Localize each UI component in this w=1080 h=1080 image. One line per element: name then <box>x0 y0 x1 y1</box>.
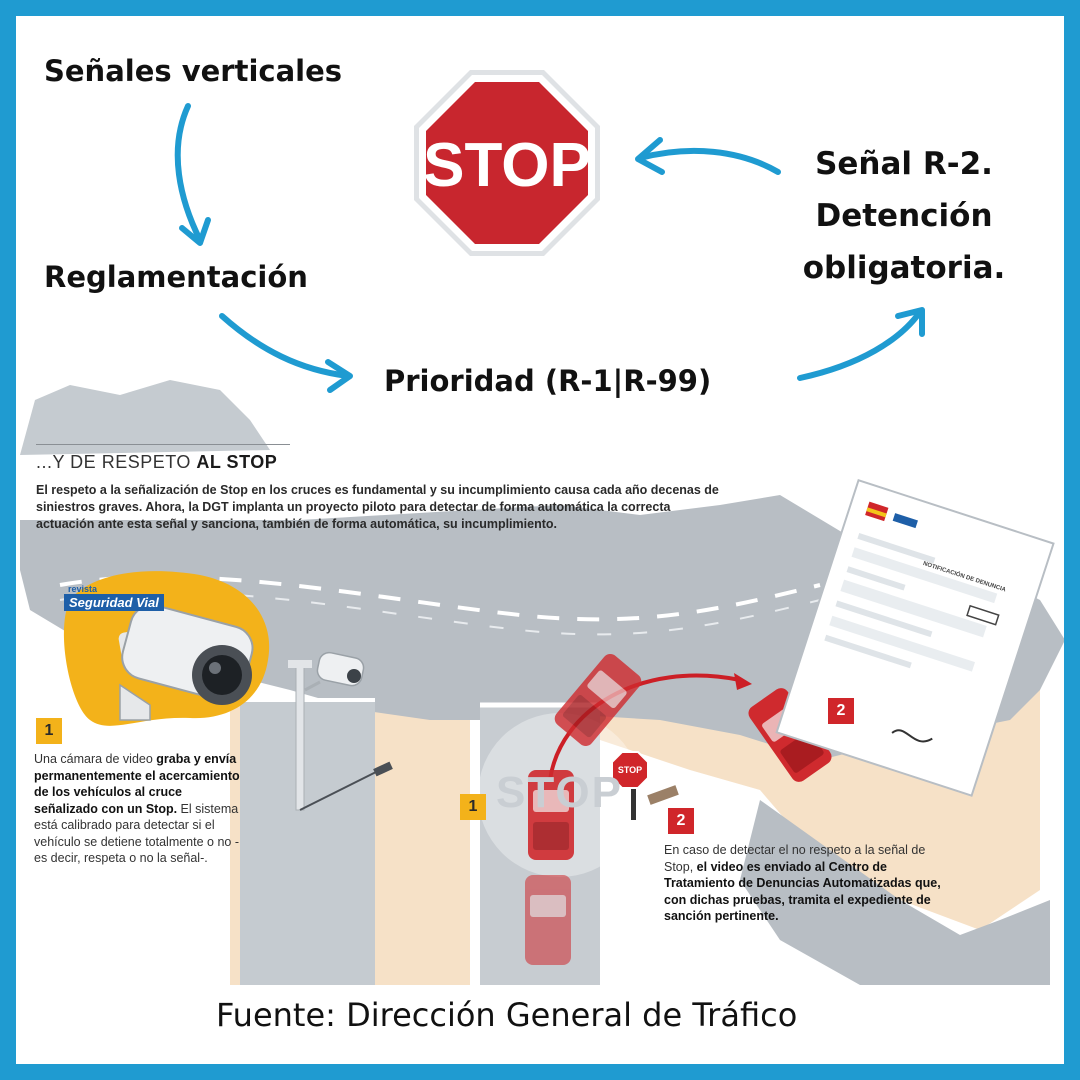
heading-bold: AL STOP <box>196 452 278 472</box>
map-badge-2-small: 2 <box>668 808 694 834</box>
car-icon <box>554 654 642 746</box>
step-1-text-b: El sistema está calibrado para detectar … <box>34 801 239 866</box>
arrow-down-icon <box>174 103 203 243</box>
label-prioridad: Prioridad (R-1|R-99) <box>384 364 712 398</box>
camera-large-icon <box>118 604 254 721</box>
heading-rule <box>36 444 290 445</box>
step-1-badge: 1 <box>36 718 62 744</box>
label-reglamentacion: Reglamentación <box>44 260 308 294</box>
infographic-heading: ...Y DE RESPETO AL STOP <box>36 452 277 473</box>
infographic-lead: El respeto a la señalización de Stop en … <box>36 483 719 531</box>
step-2-text-a: En caso de detectar el no respeto a la s… <box>664 843 926 874</box>
label-senales-verticales: Señales verticales <box>44 54 343 88</box>
step-1-text-bold: graba y envía permanentemente el acercam… <box>34 752 240 816</box>
arrow-right-icon <box>219 313 351 379</box>
road-stop-marking: STOP <box>496 768 624 817</box>
car-icon <box>525 875 571 965</box>
map-badge-1: 1 <box>460 794 486 820</box>
step-2-text: En caso de detectar el no respeto a la s… <box>664 842 954 925</box>
heading-light: ...Y DE RESPETO <box>36 452 197 472</box>
step-2-text-bold: el video es enviado al Centro de Tratami… <box>664 859 941 924</box>
arrow-left-icon <box>637 147 781 175</box>
step-1-text: Una cámara de video graba y envía perman… <box>34 751 244 867</box>
stop-sign-text: STOP <box>423 131 591 200</box>
small-stop-sign-icon: STOP <box>611 751 649 820</box>
map-badge-2: 2 <box>828 698 854 724</box>
step-1-text-a: Una cámara de video <box>34 752 157 766</box>
brand-top: revista <box>68 584 98 594</box>
stop-sign-icon: STOP <box>414 70 600 256</box>
car-icon <box>528 770 574 860</box>
small-stop-sign-text: STOP <box>618 765 642 775</box>
label-senal-r2-line-3: obligatoria. <box>802 250 1006 286</box>
label-senal-r2-line-2: Detención <box>815 198 993 234</box>
camera-pole-icon <box>288 651 393 811</box>
label-senal-r2-line-1: Señal R-2. <box>815 146 993 182</box>
source-caption: Fuente: Dirección General de Tráfico <box>216 996 798 1034</box>
brand-logo: Seguridad Vial <box>64 594 164 611</box>
arrow-up-right-icon <box>797 309 923 381</box>
label-senal-r2: Señal R-2. Detención obligatoria. <box>774 138 1034 294</box>
